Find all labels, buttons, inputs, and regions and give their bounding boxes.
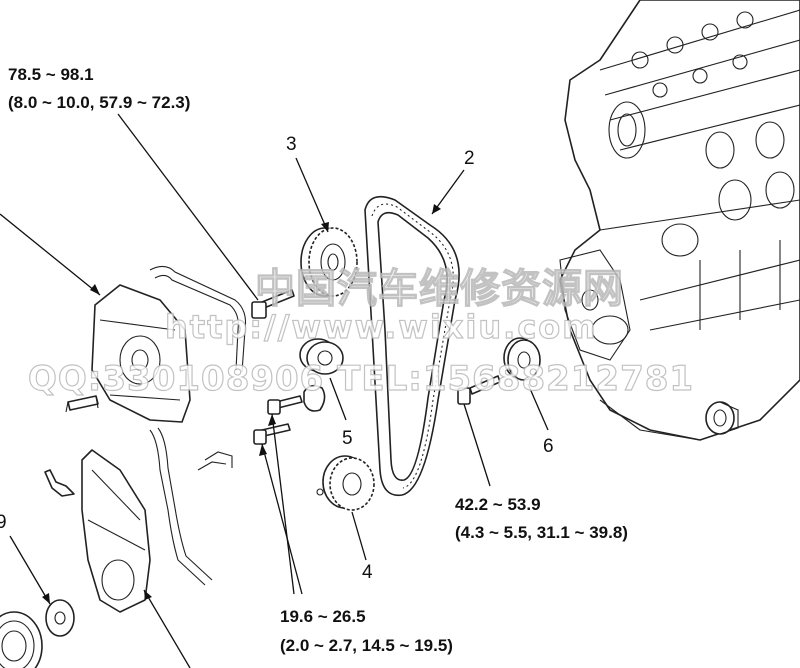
timing-belt-idler: [457, 337, 541, 405]
torque-top-left-range: 78.5 ~ 98.1: [8, 65, 94, 84]
part-number-4: 4: [362, 562, 373, 583]
torque-bottom-range: 19.6 ~ 26.5: [280, 607, 366, 626]
upper-timing-cover: [91, 265, 247, 423]
torque-bottom-detail: (2.0 ~ 2.7, 14.5 ~ 19.5): [280, 636, 453, 655]
watermark: 中国汽车维修资源网 http://www.wixiu.com QQ:330108…: [27, 265, 694, 399]
camshaft-sprocket: [300, 227, 358, 297]
torque-labels: 78.5 ~ 98.1 (8.0 ~ 10.0, 57.9 ~ 72.3) 42…: [8, 65, 628, 655]
engine-block: [559, 0, 800, 441]
watermark-line2: http://www.wixiu.com: [165, 308, 598, 346]
part-number-5: 5: [342, 428, 353, 449]
torque-top-left-detail: (8.0 ~ 10.0, 57.9 ~ 72.3): [8, 93, 190, 112]
small-brackets: [44, 395, 99, 497]
part-number-9: 9: [0, 512, 7, 533]
part-number-labels: 3 2 5 6 4 9: [0, 134, 554, 583]
watermark-line3: QQ:330108906 TEL:15688212781: [28, 359, 694, 399]
part-number-3: 3: [286, 134, 297, 155]
leader-lines: [0, 113, 549, 668]
torque-right-range: 42.2 ~ 53.9: [455, 495, 541, 514]
timing-belt: [364, 195, 460, 497]
bolts: [251, 289, 303, 445]
watermark-line1: 中国汽车维修资源网: [255, 266, 624, 312]
crankshaft-sprocket: [316, 455, 375, 511]
lower-timing-cover: [81, 427, 233, 613]
part-number-6: 6: [543, 436, 554, 457]
part-number-2: 2: [464, 148, 475, 169]
washer: [45, 599, 75, 637]
torque-right-detail: (4.3 ~ 5.5, 31.1 ~ 39.8): [455, 523, 628, 542]
timing-belt-tensioner: [299, 338, 344, 412]
crankshaft-pulley: [0, 611, 43, 668]
